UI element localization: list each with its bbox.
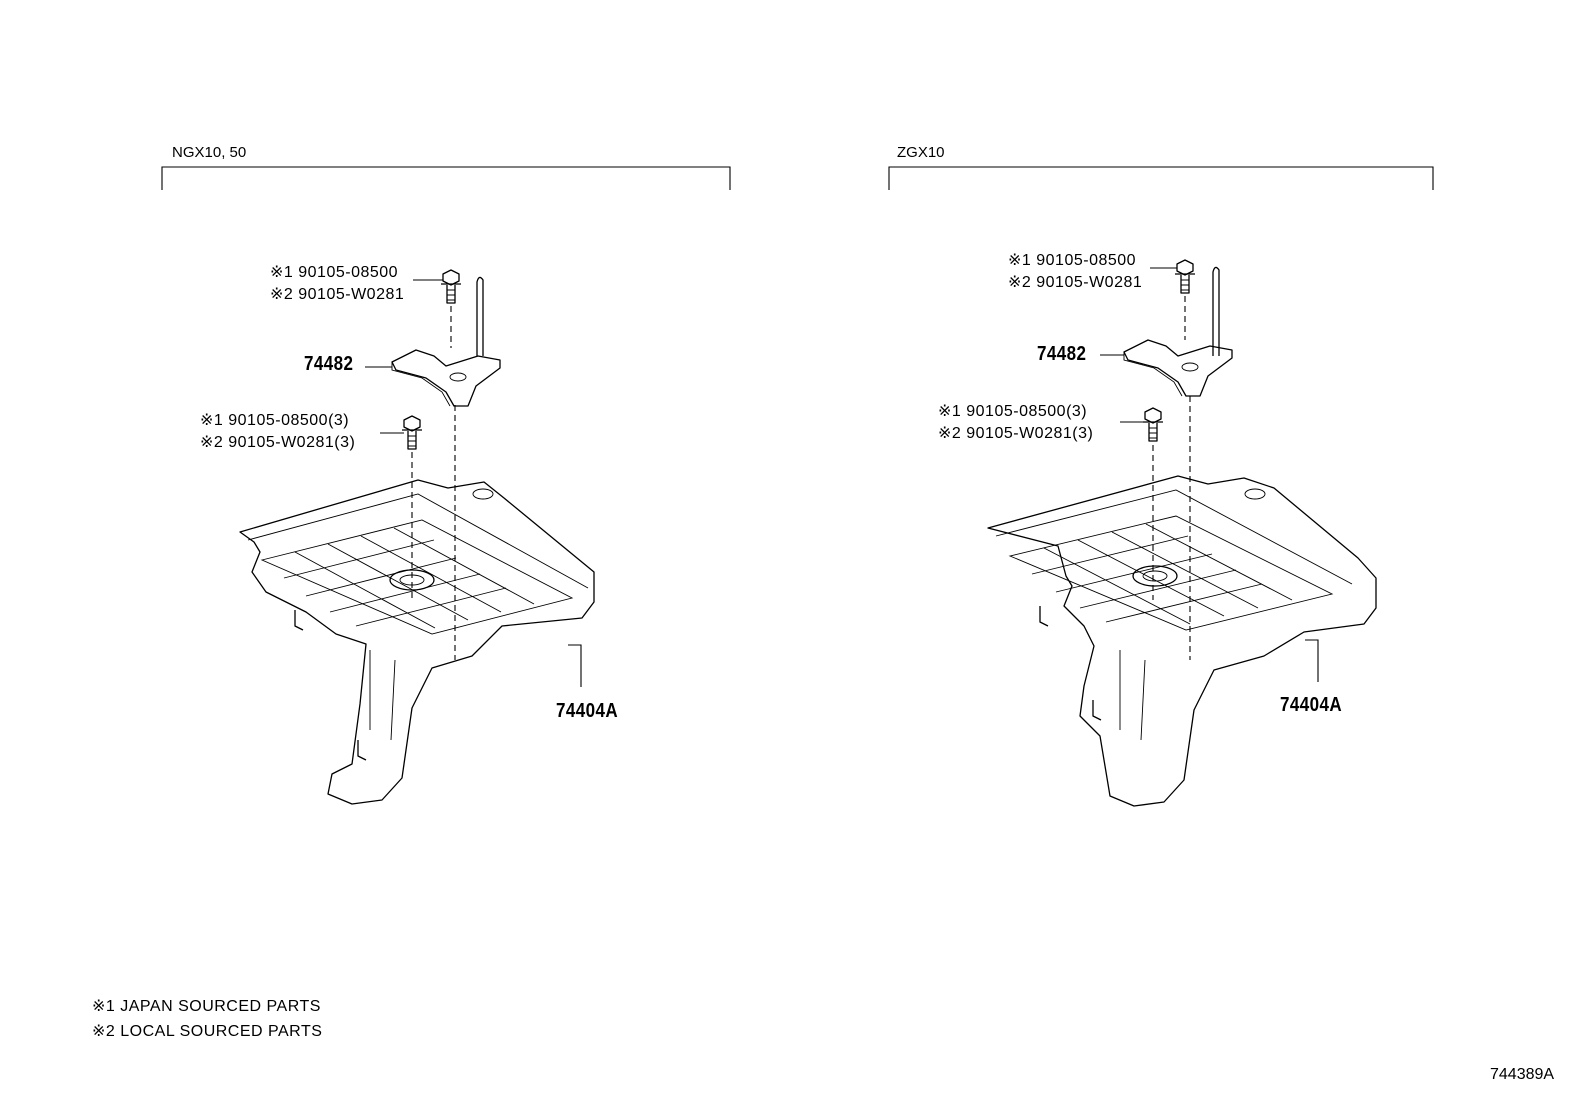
bolt-top-callout-left-line1: ※1 90105-08500 — [270, 264, 399, 281]
hold-rod-left — [476, 276, 484, 356]
variant-bracket-left — [161, 166, 731, 190]
bolt-top-icon-left — [441, 269, 461, 304]
variant-bracket-right — [888, 166, 1434, 190]
leader-tray-right — [1305, 639, 1319, 682]
bolt-mid-callout-left-line2: ※2 90105-W0281(3) — [200, 434, 356, 451]
bolt-mid-icon-right — [1143, 407, 1163, 442]
bolt-mid-callout-right-line1: ※1 90105-08500(3) — [938, 403, 1088, 420]
variant-label-right: ZGX10 — [897, 144, 945, 161]
leader-tray-left — [568, 644, 582, 687]
tray-part-number-right: 74404A — [1280, 694, 1343, 716]
assembly-left — [239, 269, 595, 805]
assembly-right — [987, 259, 1377, 807]
tray-part-number-left: 74404A — [556, 700, 619, 722]
bolt-top-callout-right-line2: ※2 90105-W0281 — [1008, 274, 1143, 291]
hold-rod-right — [1212, 266, 1220, 356]
bolt-mid-callout-left-line1: ※1 90105-08500(3) — [200, 412, 350, 429]
bracket-part-number-right: 74482 — [1037, 343, 1087, 365]
figure-number: 744389A — [1490, 1066, 1555, 1083]
legend-item-local: ※2 LOCAL SOURCED PARTS — [92, 1023, 323, 1040]
bolt-mid-icon-left — [402, 415, 422, 450]
bracket-part-number-left: 74482 — [304, 353, 354, 375]
bolt-top-callout-left-line2: ※2 90105-W0281 — [270, 286, 405, 303]
bolt-mid-callout-right-line2: ※2 90105-W0281(3) — [938, 425, 1094, 442]
legend-item-japan: ※1 JAPAN SOURCED PARTS — [92, 998, 321, 1015]
bracket-74482-icon-left — [391, 349, 501, 407]
bracket-74482-icon-right — [1123, 339, 1233, 397]
battery-tray-74404a-icon-left — [239, 479, 595, 805]
variant-label-left: NGX10, 50 — [172, 144, 247, 161]
bolt-top-icon-right — [1175, 259, 1195, 294]
battery-tray-74404a-icon-right — [987, 475, 1377, 807]
bolt-top-callout-right-line1: ※1 90105-08500 — [1008, 252, 1137, 269]
